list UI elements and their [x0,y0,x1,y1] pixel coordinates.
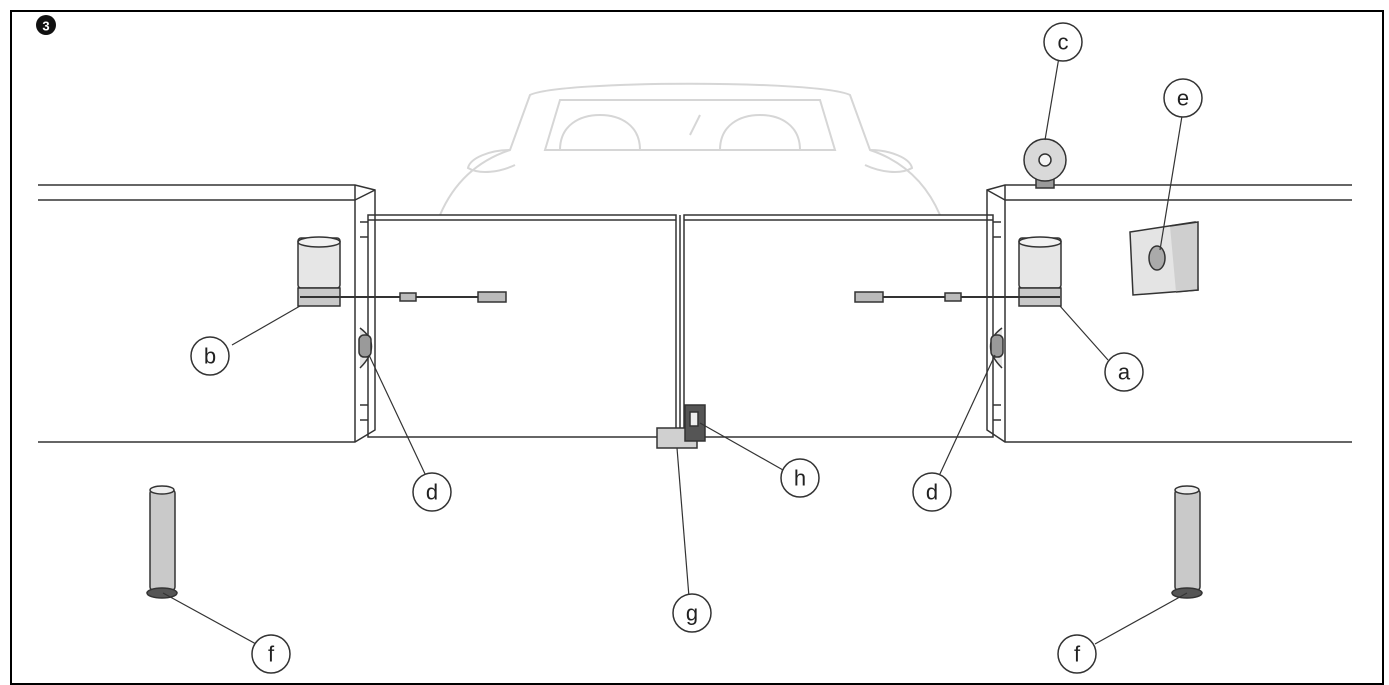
photocell-post-right [1171,485,1203,599]
left-wall [38,184,376,443]
svg-text:e: e [1177,86,1189,111]
svg-text:d: d [426,480,438,505]
callout-a: a [1104,352,1144,392]
svg-text:d: d [926,480,938,505]
callout-h: h [780,458,820,498]
photocell-left [358,327,373,369]
callout-g: g [672,593,712,633]
svg-text:3: 3 [42,19,49,34]
callout-d-left: d [412,472,452,512]
key-selector [1129,221,1199,296]
left-gate-leaf [360,214,677,438]
svg-text:c: c [1058,30,1069,55]
callout-b: b [190,336,230,376]
gear-motor-left [297,236,507,307]
car-outline [439,82,941,216]
figure-number-badge: 3 [36,15,56,35]
photocell-post-left [146,485,178,599]
svg-text:a: a [1118,360,1131,385]
electric-lock [684,404,706,442]
svg-text:b: b [204,344,216,369]
callout-f-left: f [251,634,291,674]
callout-f-right: f [1057,634,1097,674]
svg-text:g: g [686,601,698,626]
photocell-right [989,327,1004,369]
callout-c: c [1043,22,1083,62]
right-gate-leaf [683,214,1001,438]
right-wall [986,184,1352,443]
svg-text:f: f [1074,642,1081,667]
flashing-light [1023,138,1067,189]
svg-text:h: h [794,466,806,491]
svg-text:f: f [268,642,275,667]
leader-lines [162,56,1188,645]
callout-e: e [1163,78,1203,118]
gear-motor-right [854,236,1062,307]
callout-d-right: d [912,472,952,512]
